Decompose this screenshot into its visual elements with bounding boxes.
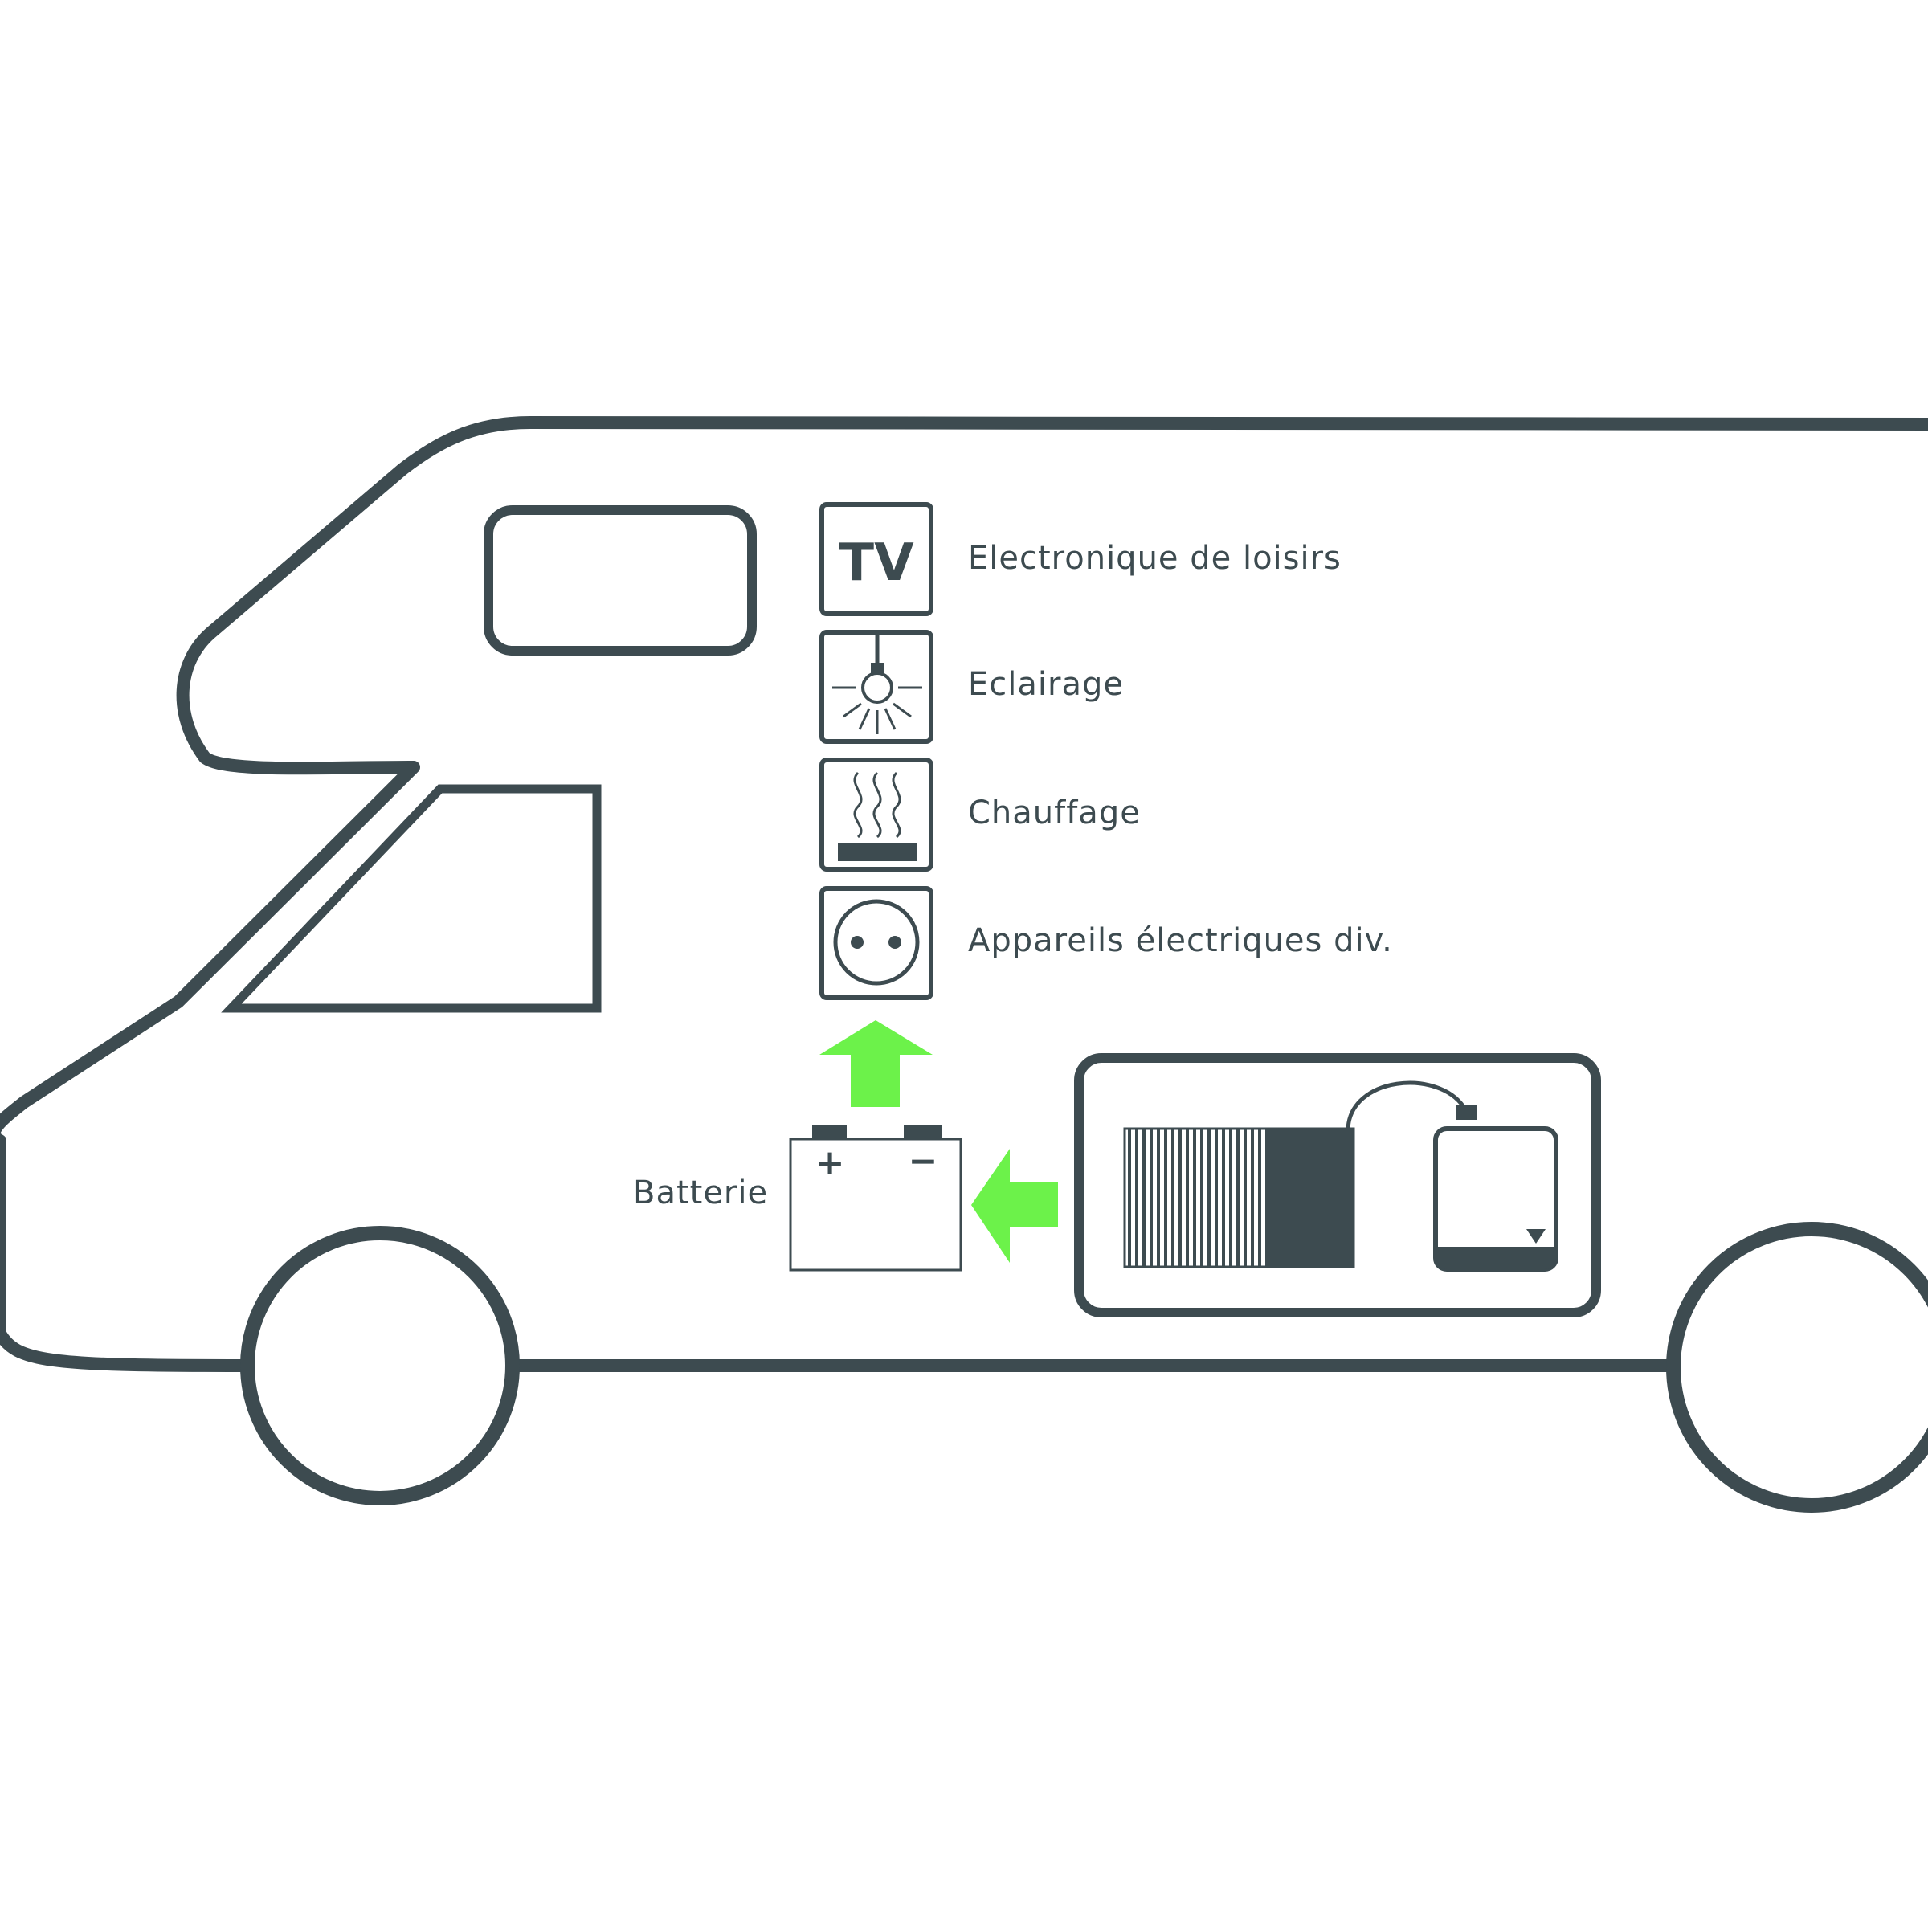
battery-minus-sign: − — [909, 1141, 938, 1182]
solar-panel-stripe — [1150, 1129, 1153, 1267]
rear-wheel — [1666, 1222, 1928, 1513]
tv-icon-text: TV — [839, 533, 914, 593]
camper-body-outline — [0, 416, 1928, 1372]
solar-panel-stripe — [1128, 1129, 1131, 1267]
label-lighting: Eclairage — [968, 666, 1124, 703]
heating-icon — [819, 758, 933, 872]
label-heating: Chauffage — [968, 794, 1141, 831]
solar-panel-stripe — [1200, 1129, 1203, 1267]
arrow-left — [971, 1149, 1058, 1263]
solar-panel-stripe — [1229, 1129, 1232, 1267]
solar-panel-stripe — [1244, 1129, 1247, 1267]
solar-panel-stripe — [1157, 1129, 1160, 1267]
solar-panel-stripe — [1236, 1129, 1240, 1267]
side-window — [484, 505, 757, 656]
solar-charger-icon — [1074, 1053, 1601, 1317]
charger-cable — [1346, 1080, 1466, 1130]
windshield — [221, 784, 602, 1013]
solar-panel — [1123, 1127, 1355, 1268]
battery-icon: + − — [789, 1125, 962, 1272]
solar-panel-stripe — [1186, 1129, 1189, 1267]
solar-panel-stripe — [1258, 1129, 1261, 1267]
solar-panel-stripe — [1135, 1129, 1138, 1267]
lamp-icon — [819, 630, 933, 744]
battery-plus-sign: + — [815, 1142, 845, 1183]
socket-icon — [819, 886, 933, 1000]
power-bank — [1433, 1126, 1558, 1272]
front-wheel — [240, 1226, 520, 1505]
solar-panel-stripe — [1171, 1129, 1174, 1267]
solar-panel-stripe — [1142, 1129, 1146, 1267]
solar-panel-stripe — [1215, 1129, 1218, 1267]
label-entertainment: Electronique de loisirs — [968, 540, 1342, 577]
solar-panel-stripe — [1222, 1129, 1225, 1267]
label-appliances: Appareils électriques div. — [968, 922, 1393, 959]
solar-panel-stripe — [1207, 1129, 1211, 1267]
solar-panel-stripe — [1178, 1129, 1182, 1267]
solar-panel-stripe — [1164, 1129, 1167, 1267]
solar-panel-stripe — [1193, 1129, 1196, 1267]
solar-panel-stripe — [1251, 1129, 1254, 1267]
solar-panel-stripe — [1265, 1129, 1268, 1267]
arrow-up — [819, 1020, 933, 1107]
label-battery: Batterie — [633, 1174, 768, 1211]
tv-icon: TV — [819, 502, 933, 616]
